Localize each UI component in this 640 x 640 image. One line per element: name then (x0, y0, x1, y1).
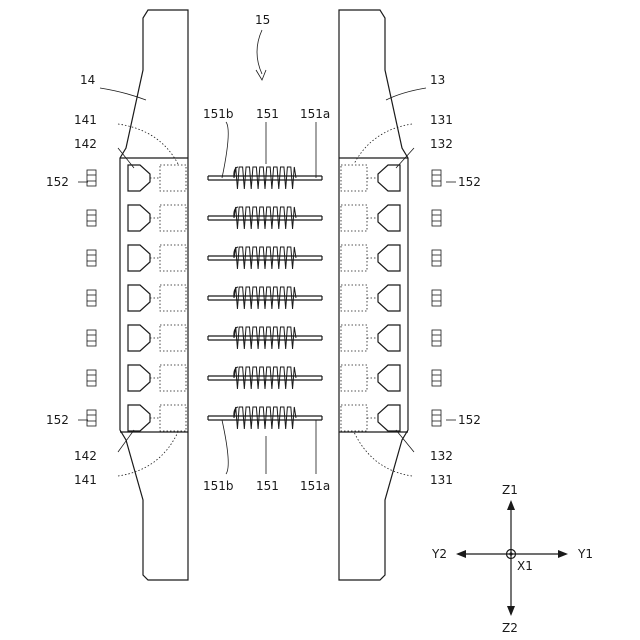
right-nut (432, 170, 441, 186)
left-recess (160, 325, 186, 351)
label-151b-top: 151b (203, 107, 234, 121)
spring-coil (234, 287, 296, 309)
left-recess (160, 205, 186, 231)
right-recess (341, 205, 367, 231)
left-nut (87, 410, 96, 426)
spring-coil (234, 167, 296, 189)
left-body-outline (120, 10, 188, 580)
left-nut (87, 250, 96, 266)
axis-z1: Z1 (502, 483, 518, 497)
label-15: 15 (255, 13, 270, 27)
left-contact-tip (128, 405, 150, 431)
left-contact-tip (128, 325, 150, 351)
axis-z2: Z2 (502, 621, 518, 635)
label-132-bottom: 132 (430, 449, 453, 463)
label-151-bottom: 151 (256, 479, 279, 493)
right-contact-tip (378, 285, 400, 311)
right-recess (341, 285, 367, 311)
label-142-top: 142 (74, 137, 97, 151)
label-141-bottom: 141 (74, 473, 97, 487)
right-nut (432, 250, 441, 266)
right-contact-tip (378, 365, 400, 391)
right-recess (341, 325, 367, 351)
right-recess (341, 165, 367, 191)
right-nut (432, 410, 441, 426)
right-nut (432, 210, 441, 226)
right-nut (432, 330, 441, 346)
right-contact-tip (378, 165, 400, 191)
label-152-top-right: 152 (458, 175, 481, 189)
label-151a-bottom: 151a (300, 479, 330, 493)
label-14: 14 (80, 73, 95, 87)
right-contact-tip (378, 405, 400, 431)
spring-coil (234, 327, 296, 349)
left-nut (87, 370, 96, 386)
right-recess (341, 405, 367, 431)
left-contact-tip (128, 205, 150, 231)
label-152-bottom-right: 152 (458, 413, 481, 427)
left-nut (87, 210, 96, 226)
right-recess (341, 365, 367, 391)
spring-coil (234, 207, 296, 229)
label-132-top: 132 (430, 137, 453, 151)
spring-coil (234, 367, 296, 389)
axis-y1: Y1 (577, 547, 593, 561)
spring-coil (234, 407, 296, 429)
label-151-top: 151 (256, 107, 279, 121)
label-13: 13 (430, 73, 445, 87)
axis-x1: X1 (517, 559, 533, 573)
axis-y2: Y2 (431, 547, 447, 561)
left-nut (87, 290, 96, 306)
coordinate-axes: Z1 Z2 Y2 Y1 X1 (431, 483, 593, 635)
left-recess (160, 165, 186, 191)
left-nut (87, 330, 96, 346)
left-recess (160, 405, 186, 431)
spring-coil (234, 247, 296, 269)
label-152-bottom-left: 152 (46, 413, 69, 427)
right-nut (432, 370, 441, 386)
label-151b-bottom: 151b (203, 479, 234, 493)
left-recess (160, 245, 186, 271)
contact-rows (87, 165, 441, 431)
label-131-top: 131 (430, 113, 453, 127)
left-recess (160, 365, 186, 391)
label-131-bottom: 131 (430, 473, 453, 487)
left-contact-tip (128, 285, 150, 311)
left-contact-tip (128, 165, 150, 191)
label-141-top: 141 (74, 113, 97, 127)
left-recess (160, 285, 186, 311)
label-152-top-left: 152 (46, 175, 69, 189)
right-contact-tip (378, 205, 400, 231)
left-nut (87, 170, 96, 186)
right-nut (432, 290, 441, 306)
label-151a-top: 151a (300, 107, 330, 121)
right-contact-tip (378, 245, 400, 271)
right-contact-tip (378, 325, 400, 351)
label-142-bottom: 142 (74, 449, 97, 463)
left-contact-tip (128, 245, 150, 271)
right-recess (341, 245, 367, 271)
left-contact-tip (128, 365, 150, 391)
